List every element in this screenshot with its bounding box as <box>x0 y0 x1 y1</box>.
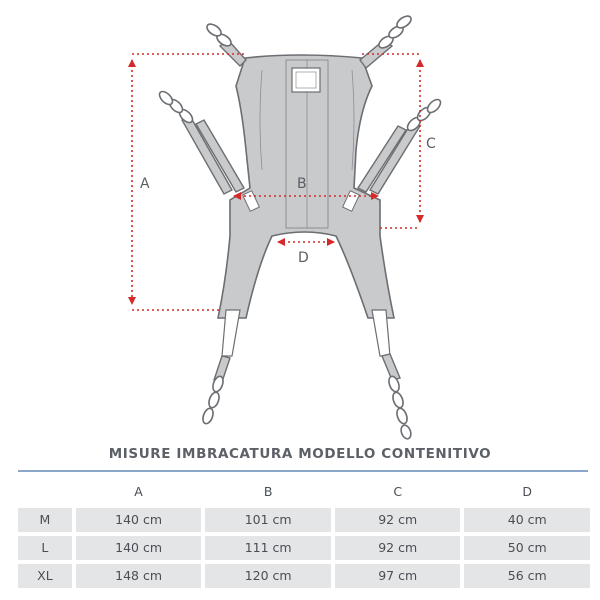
dimension-d-label: D <box>298 250 309 266</box>
table-row: XL 148 cm 120 cm 97 cm 56 cm <box>18 564 590 590</box>
strap-loops <box>158 15 442 440</box>
size-label-cell: XL <box>18 564 72 588</box>
title-divider <box>18 470 588 472</box>
size-label-cell: L <box>18 536 72 560</box>
sling-straps <box>181 39 421 383</box>
table-cell: 101 cm <box>205 508 331 532</box>
table-cell: 140 cm <box>75 536 202 560</box>
table-cell: 97 cm <box>334 564 461 588</box>
table-header-cell: B <box>263 484 273 499</box>
table-cell: 56 cm <box>464 564 590 588</box>
dimension-c-label: C <box>426 136 436 152</box>
table-row: L 140 cm 111 cm 92 cm 50 cm <box>18 536 590 562</box>
table-cell: 50 cm <box>464 536 590 560</box>
dimension-b-label: B <box>297 176 307 192</box>
table-cell: 92 cm <box>334 508 461 532</box>
size-label-cell: M <box>18 508 72 532</box>
dimension-lines <box>128 53 424 311</box>
table-header-cell: C <box>393 484 403 499</box>
table-cell: 40 cm <box>464 508 590 532</box>
table-header-cell: D <box>522 484 533 499</box>
table-cell: 111 cm <box>205 536 331 560</box>
table-header-cell <box>18 480 72 504</box>
dimension-a-label: A <box>140 176 150 192</box>
table-cell: 92 cm <box>334 536 461 560</box>
table-row: M 140 cm 101 cm 92 cm 40 cm <box>18 508 590 534</box>
size-table: A B C D M 140 cm 101 cm 92 cm 40 cm L 14… <box>18 480 590 592</box>
table-header-row: A B C D <box>18 480 590 506</box>
size-table-title: MISURE IMBRACATURA MODELLO CONTENITIVO <box>108 446 492 462</box>
sling-diagram: A B C D <box>128 15 442 440</box>
table-cell: 148 cm <box>75 564 202 588</box>
table-header-cell: A <box>134 484 143 499</box>
table-cell: 140 cm <box>75 508 202 532</box>
table-cell: 120 cm <box>205 564 331 588</box>
sling-body <box>217 54 395 357</box>
